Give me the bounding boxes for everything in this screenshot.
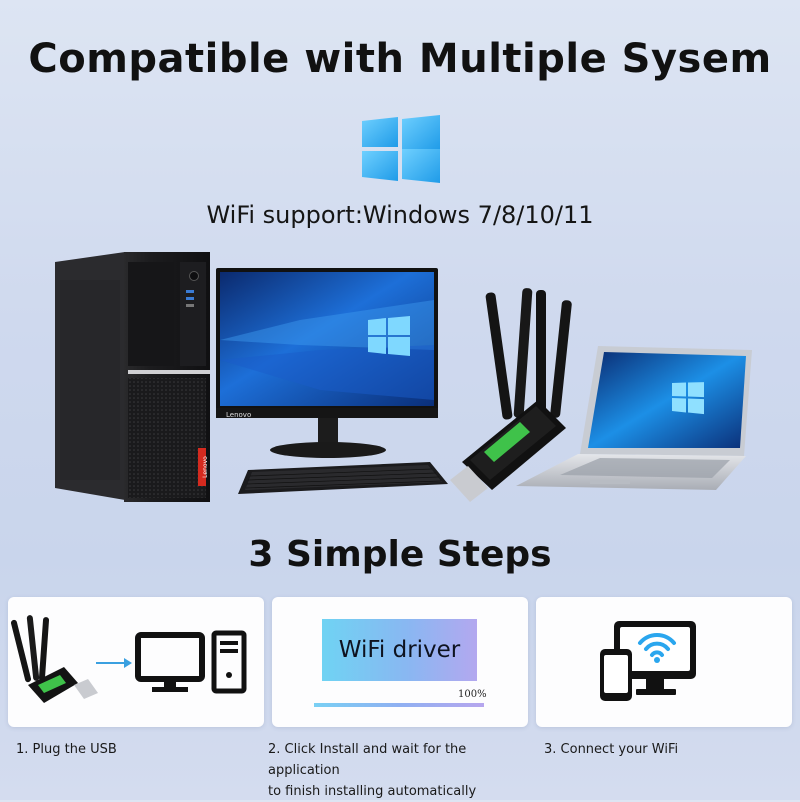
- install-progress-percent: 100%: [458, 689, 487, 700]
- wifi-icon: [638, 632, 676, 663]
- step-2-label-line-2: to finish installing automatically: [268, 784, 477, 799]
- step-1-label: 1. Plug the USB: [16, 742, 117, 757]
- tower-brand-label: Lenovo: [202, 456, 209, 478]
- laptop-icon: [516, 346, 752, 490]
- page-title: Compatible with Multiple Sysem: [28, 36, 772, 82]
- phone-icon: [600, 649, 632, 701]
- connect-wifi-illustration: [600, 621, 696, 701]
- monitor-brand-label: Lenovo: [226, 411, 251, 419]
- usb-adapter-icon: [10, 615, 98, 703]
- step-3-label: 3. Connect your WiFi: [544, 742, 679, 757]
- install-progress-bar: [314, 703, 484, 707]
- wifi-driver-installer: WiFi driver: [322, 619, 477, 681]
- plug-usb-illustration: [10, 615, 247, 703]
- steps-title: 3 Simple Steps: [248, 534, 552, 575]
- windows-support-text: WiFi support:Windows 7/8/10/11: [206, 201, 594, 229]
- arrow-right-icon: [96, 658, 132, 668]
- usb-wifi-adapter-icon: [450, 288, 572, 502]
- monitor-icon: Lenovo: [216, 268, 438, 458]
- step-2-label: 2. Click Install and wait for the applic…: [268, 739, 538, 802]
- computer-icon: [135, 630, 247, 694]
- step-3-card: [536, 597, 792, 727]
- hero-scene: Lenovo Lenovo: [55, 252, 752, 502]
- desktop-tower-icon: Lenovo: [55, 252, 210, 502]
- step-2-card: WiFi driver 100%: [272, 597, 528, 727]
- keyboard-icon: [238, 462, 448, 494]
- step-2-label-line-1: 2. Click Install and wait for the applic…: [268, 742, 467, 778]
- windows-logo-icon: [362, 115, 440, 183]
- monitor-icon: [614, 621, 696, 695]
- step-1-card: [8, 597, 264, 727]
